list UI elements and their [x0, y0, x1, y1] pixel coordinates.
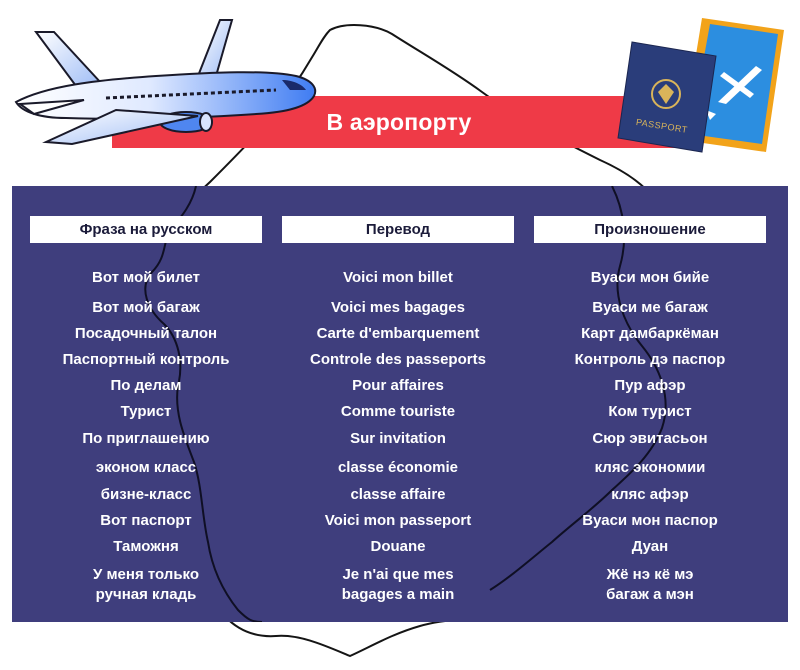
passport-icon: PASSPORT: [617, 41, 717, 153]
phrase-russian: Вот мой билет: [92, 269, 200, 286]
column-header-translation: Перевод: [282, 216, 514, 243]
phrase-russian: бизне-класс: [100, 486, 192, 503]
phrase-pronunciation: Карт дамбаркёман: [581, 325, 719, 342]
phrase-pronunciation: Вуаси мон бийе: [590, 269, 710, 286]
phrase-translation: Voici mon passeport: [324, 512, 472, 529]
phrase-translation: Carte d'embarquement: [316, 325, 480, 342]
column-header-russian: Фраза на русском: [30, 216, 262, 243]
phrase-pronunciation: кляс афэр: [611, 486, 689, 503]
phrase-russian: По делам: [110, 377, 182, 394]
phrase-translation: Pour affaires: [352, 377, 444, 394]
phrase-russian: Посадочный талон: [74, 325, 218, 342]
phrase-pronunciation: Ком турист: [608, 403, 692, 420]
phrase-translation: Controle des passeports: [310, 351, 486, 368]
phrase-pronunciation: Вуаси ме багаж: [592, 299, 708, 316]
phrase-translation: Sur invitation: [350, 430, 446, 447]
phrase-russian: Паспортный контроль: [62, 351, 230, 368]
phrase-russian: По приглашению: [82, 430, 210, 447]
phrase-pronunciation: Жё нэ кё мэ багаж а мэн: [606, 566, 694, 603]
phrase-russian: У меня только ручная кладь: [92, 566, 200, 603]
phrase-pronunciation: Контроль дэ паспор: [574, 351, 726, 368]
phrase-russian: Таможня: [113, 538, 179, 555]
phrase-translation: classe économie: [337, 459, 459, 476]
boarding-pass-icon: [682, 18, 784, 152]
airplane-icon: [14, 19, 317, 146]
phrase-translation: classe affaire: [350, 486, 446, 503]
phrase-pronunciation: Пур афэр: [614, 377, 686, 394]
page-title: В аэропорту: [326, 108, 472, 135]
phrase-russian: Вот мой багаж: [92, 299, 200, 316]
column-header-pronunciation: Произношение: [534, 216, 766, 243]
phrase-pronunciation: Вуаси мон паспор: [582, 512, 718, 529]
phrase-translation: Voici mes bagages: [331, 299, 465, 316]
phrase-translation: Voici mon billet: [343, 269, 453, 286]
phrase-russian: эконом класс: [95, 459, 197, 476]
phrase-russian: Вот паспорт: [100, 512, 192, 529]
travel-documents: PASSPORT: [617, 18, 784, 153]
phrase-pronunciation: Дуан: [631, 538, 669, 555]
phrase-pronunciation: Сюр эвитасьон: [592, 430, 708, 447]
phrase-translation: Comme touriste: [340, 403, 456, 420]
phrase-table: Фраза на русском Перевод Произношение Во…: [12, 186, 788, 622]
phrase-translation: Douane: [370, 538, 426, 555]
phrase-pronunciation: кляс экономии: [594, 459, 706, 476]
phrase-translation: Je n'ai que mes bagages a main: [341, 566, 455, 603]
phrase-russian: Турист: [120, 403, 172, 420]
